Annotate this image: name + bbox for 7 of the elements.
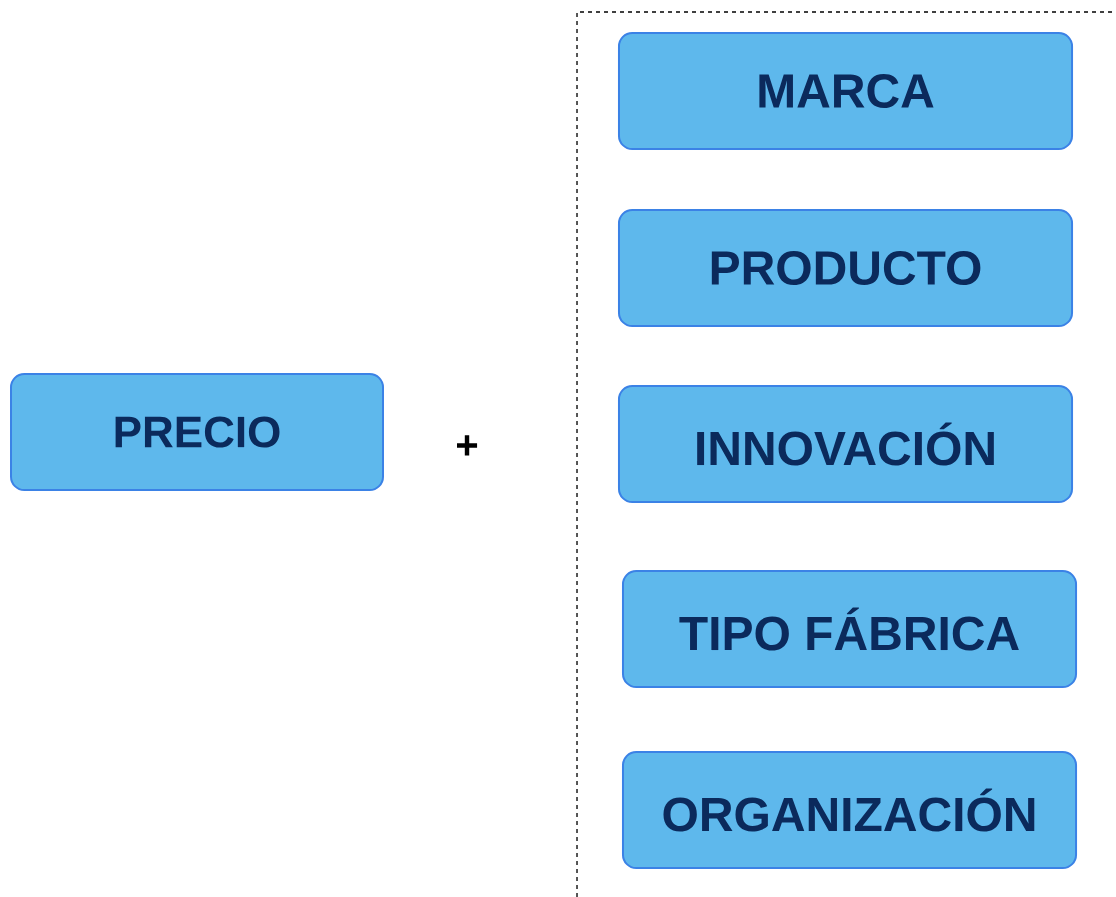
label-box: MARCA (618, 32, 1074, 150)
label-box: ORGANIZACIÓN (621, 751, 1078, 869)
plus-sign: + (457, 435, 478, 456)
label-box: PRECIO (10, 373, 384, 491)
label-box: TIPO FÁBRICA (621, 570, 1078, 688)
label-box: INNOVACIÓN (618, 385, 1074, 503)
label-box: PRODUCTO (618, 209, 1074, 327)
